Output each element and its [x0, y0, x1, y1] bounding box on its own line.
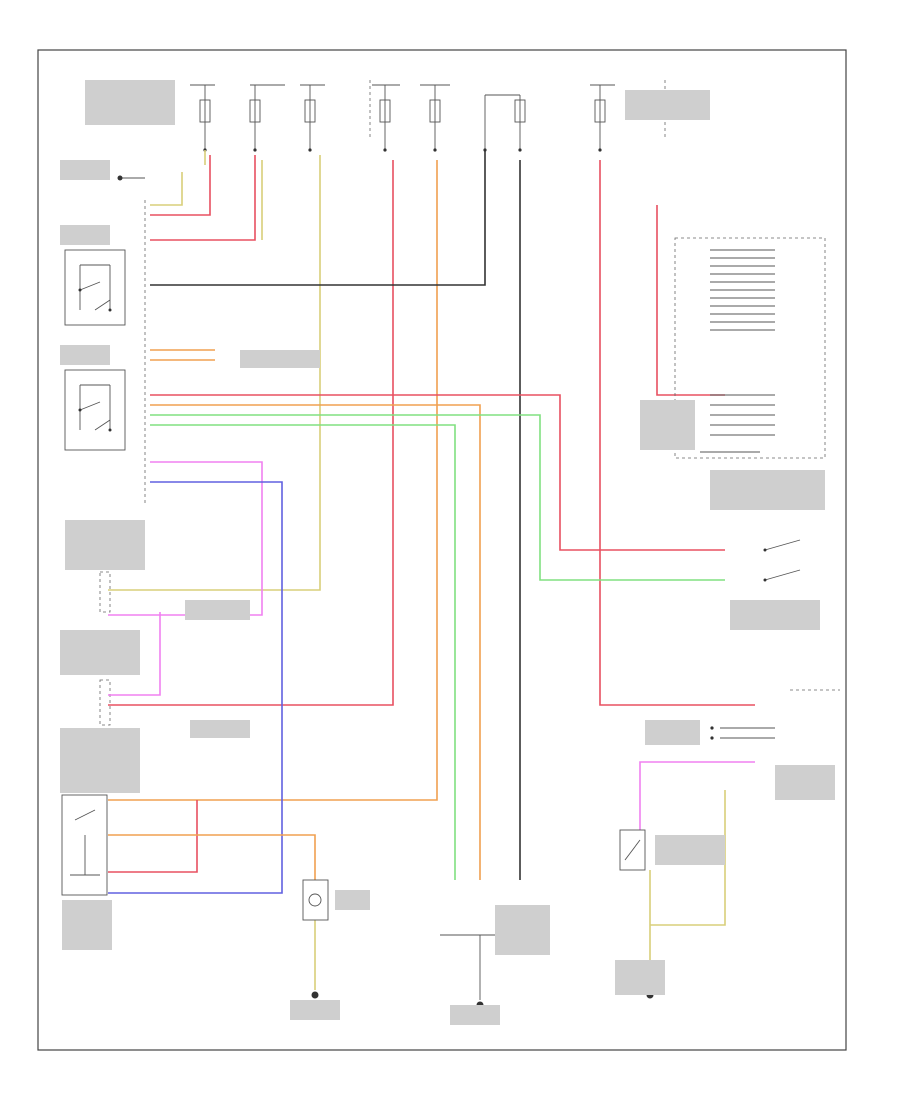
switch-module-lower [64, 369, 126, 451]
wire-red-5 [656, 205, 725, 396]
wire-orange-4 [108, 834, 316, 880]
wire-orange-2 [150, 349, 215, 361]
wire-pink-2 [108, 612, 161, 696]
wire-red-2 [150, 155, 256, 241]
switch-module-upper [64, 249, 126, 326]
level-sensor [619, 829, 646, 871]
right-connector-switches [710, 539, 840, 740]
wire-red-4 [599, 160, 755, 706]
wire-pink-3 [639, 761, 755, 830]
left-connector-column [117, 175, 146, 505]
diagram-frame [37, 49, 847, 1051]
fuse-block [190, 80, 666, 152]
module-box-b [99, 679, 111, 726]
wire-green-1 [150, 414, 725, 581]
wire-red-6 [150, 394, 725, 551]
wire-red-7 [108, 800, 198, 873]
wire-orange-3 [150, 404, 481, 880]
wire-red-1 [150, 155, 211, 216]
center-lamp [302, 879, 329, 921]
module-box-a [99, 571, 111, 613]
sensor-box [61, 794, 108, 896]
wire-orange-1 [108, 160, 438, 801]
wire-blue-1 [108, 481, 283, 894]
illegible-labels [60, 80, 835, 1025]
wire-yellow-3 [108, 155, 321, 591]
wire-red-3 [108, 160, 394, 706]
wire-black-1 [150, 150, 486, 286]
wire-green-2 [150, 424, 456, 880]
wire-yellow-1 [150, 150, 206, 206]
right-switch-panel [674, 237, 826, 459]
